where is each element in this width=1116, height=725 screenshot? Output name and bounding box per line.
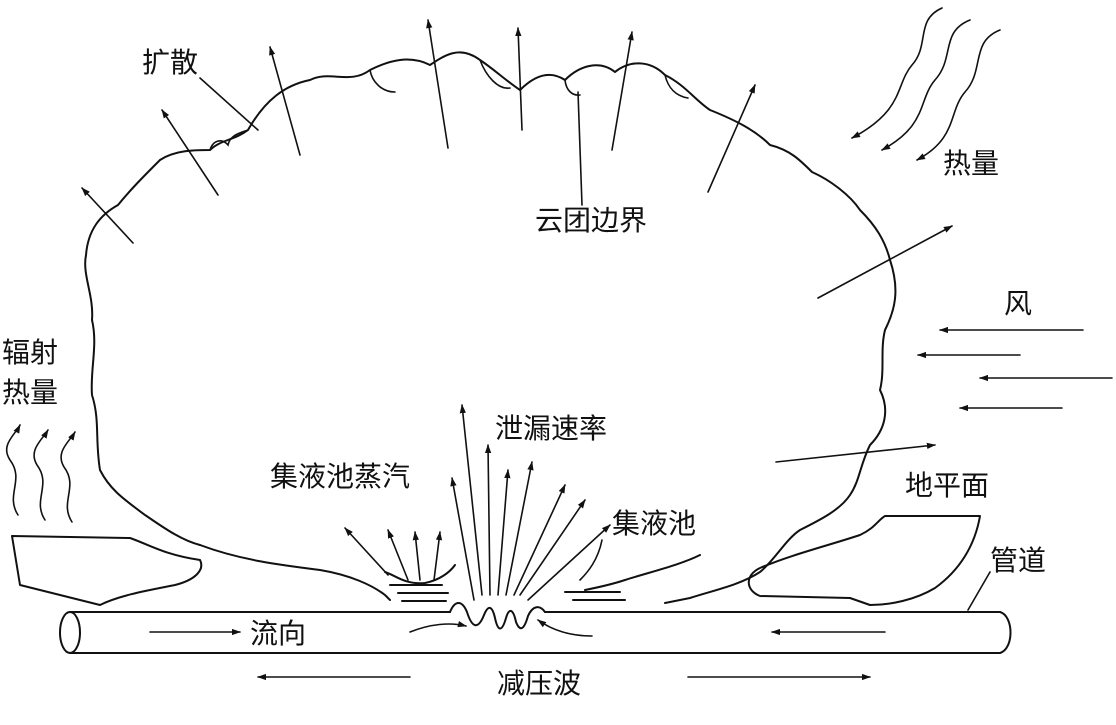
cloud-boundary-label: 云团边界 bbox=[535, 204, 647, 237]
pipe-leader bbox=[967, 571, 991, 611]
diffusion-label: 扩散 bbox=[142, 46, 198, 79]
heat-wavy-arrows bbox=[851, 7, 1001, 161]
pipe-label: 管道 bbox=[990, 544, 1046, 577]
pool-plates-left bbox=[389, 584, 449, 602]
leak-arrows bbox=[450, 404, 611, 601]
inflow-arrow-left bbox=[409, 620, 467, 633]
radiant-heat-label-line1: 辐射 bbox=[2, 336, 58, 369]
ground-label: 地平面 bbox=[905, 469, 989, 502]
pipe bbox=[59, 602, 1012, 654]
left-terrain-block bbox=[11, 535, 203, 606]
flow-direction-label: 流向 bbox=[250, 617, 306, 650]
heat-label: 热量 bbox=[943, 147, 999, 180]
cloud-boundary-outline bbox=[84, 51, 897, 604]
pool-vapor-label: 集液池蒸汽 bbox=[270, 460, 410, 493]
diffusion-arrows bbox=[81, 19, 953, 463]
cloud-boundary-leader bbox=[577, 91, 583, 206]
diffusion-leader bbox=[199, 77, 259, 131]
decompression-wave-label: 减压波 bbox=[497, 667, 581, 700]
inflow-arrow-right bbox=[537, 619, 593, 637]
wind-label: 风 bbox=[1004, 287, 1032, 320]
radiant-heat-wavy-arrows bbox=[5, 424, 76, 523]
pool-vapor-arrows bbox=[344, 527, 443, 581]
right-terrain-block bbox=[747, 515, 981, 606]
pool-leader bbox=[579, 539, 603, 581]
pool-label: 集液池 bbox=[612, 507, 696, 540]
radiant-heat-label-line2: 热量 bbox=[2, 376, 58, 409]
leak-rate-label: 泄漏速率 bbox=[495, 412, 607, 445]
pool-plates-right bbox=[564, 591, 626, 601]
wind-arrows bbox=[917, 326, 1113, 412]
